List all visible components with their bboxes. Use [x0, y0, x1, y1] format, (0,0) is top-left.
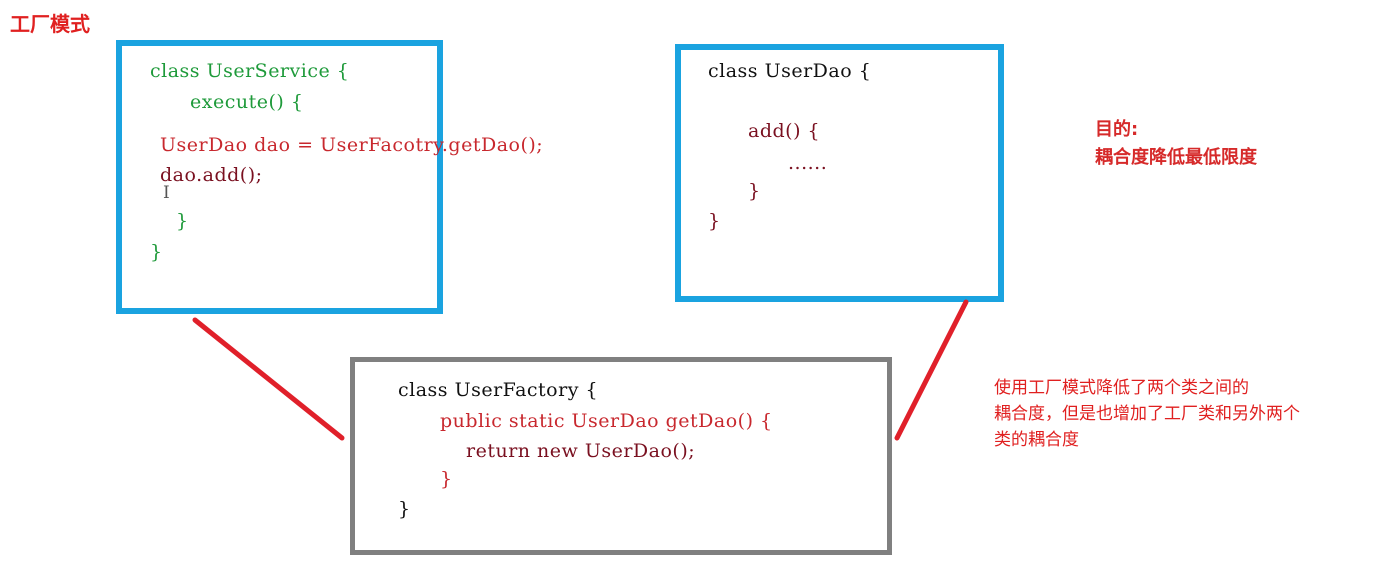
user-dao-ellipsis: ......: [788, 152, 828, 174]
connector-dao-factory: [894, 299, 969, 441]
user-service-class-close: }: [150, 241, 163, 263]
purpose-label: 目的:: [1095, 119, 1139, 140]
user-service-box: [116, 40, 443, 314]
user-dao-add-close: }: [748, 180, 761, 202]
user-service-class-line: class UserService {: [150, 60, 350, 82]
user-dao-class-close: }: [708, 210, 721, 232]
page-title: 工厂模式: [10, 12, 90, 36]
purpose-text: 耦合度降低最低限度: [1095, 147, 1257, 168]
user-dao-class-line: class UserDao {: [708, 60, 872, 82]
explanation-line-1: 使用工厂模式降低了两个类之间的: [994, 378, 1249, 398]
user-factory-box: [350, 357, 892, 555]
user-factory-class-line: class UserFactory {: [398, 379, 599, 401]
user-service-execute-line: execute() {: [190, 91, 304, 113]
user-service-add-call-line: dao.add();: [160, 164, 263, 186]
explanation-line-2: 耦合度，但是也增加了工厂类和另外两个: [994, 404, 1300, 424]
user-dao-box: [675, 44, 1004, 302]
user-factory-return-line: return new UserDao();: [466, 440, 696, 462]
text-cursor-icon: I: [163, 183, 171, 203]
user-service-execute-close: }: [176, 210, 189, 232]
connector-service-factory: [192, 317, 345, 441]
user-factory-method-line: public static UserDao getDao() {: [440, 410, 773, 432]
user-service-factory-call-line: UserDao dao = UserFacotry.getDao();: [160, 134, 544, 156]
user-dao-add-line: add() {: [748, 120, 821, 142]
user-factory-method-close: }: [440, 468, 453, 490]
user-factory-class-close: }: [398, 498, 411, 520]
explanation-line-3: 类的耦合度: [994, 430, 1079, 450]
